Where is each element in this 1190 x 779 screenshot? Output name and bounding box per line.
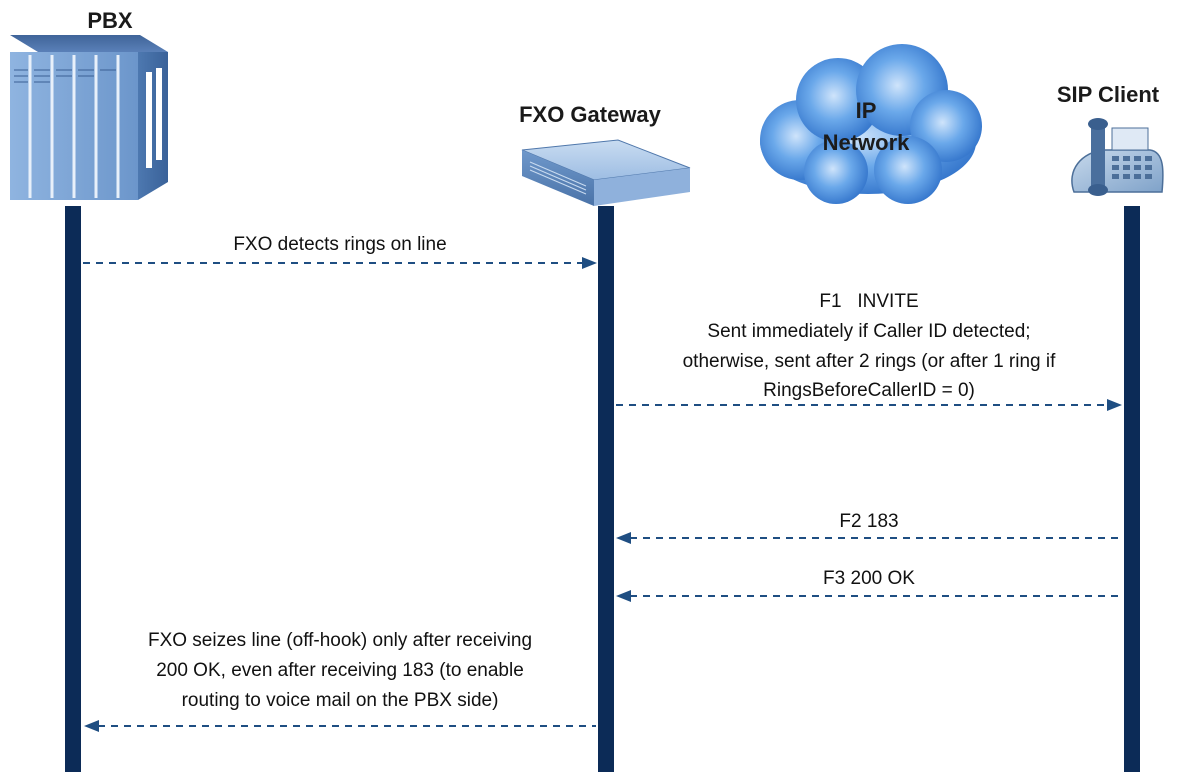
cloud-label-ip: IP bbox=[856, 98, 877, 123]
message-label: 200 OK, even after receiving 183 (to ena… bbox=[156, 660, 524, 681]
phone-icon bbox=[1071, 118, 1164, 196]
sip-client-title: SIP Client bbox=[1057, 82, 1160, 107]
cloud-icon: IP Network bbox=[760, 44, 982, 204]
message-label: FXO detects rings on line bbox=[233, 234, 446, 255]
message-200-ok: F3 200 OK bbox=[616, 568, 1122, 602]
message-label: otherwise, sent after 2 rings (or after … bbox=[683, 351, 1056, 372]
message-label: FXO seizes line (off-hook) only after re… bbox=[148, 630, 532, 651]
pbx-lifeline bbox=[65, 206, 81, 772]
arrow-head-left-icon bbox=[616, 532, 631, 544]
gateway-title: FXO Gateway bbox=[519, 102, 662, 127]
message-rings-detected: FXO detects rings on line bbox=[83, 234, 597, 269]
arrow-head-left-icon bbox=[84, 720, 99, 732]
pbx-title: PBX bbox=[87, 8, 133, 33]
message-label: RingsBeforeCallerID = 0) bbox=[763, 380, 975, 401]
cloud-label-network: Network bbox=[823, 130, 911, 155]
message-183: F2 183 bbox=[616, 511, 1122, 544]
message-label: F2 183 bbox=[839, 511, 898, 532]
pbx-server-icon bbox=[10, 35, 168, 200]
message-seize-line: FXO seizes line (off-hook) only after re… bbox=[84, 630, 596, 732]
sip-client-lifeline bbox=[1124, 206, 1140, 772]
message-label: F1 INVITE bbox=[819, 291, 918, 312]
arrow-head-right-icon bbox=[1107, 399, 1122, 411]
message-invite: F1 INVITE Sent immediately if Caller ID … bbox=[616, 291, 1122, 411]
arrow-head-right-icon bbox=[582, 257, 597, 269]
message-label: routing to voice mail on the PBX side) bbox=[182, 690, 499, 711]
gateway-lifeline bbox=[598, 206, 614, 772]
gateway-device-icon bbox=[521, 139, 691, 206]
message-label: Sent immediately if Caller ID detected; bbox=[707, 321, 1030, 342]
message-label: F3 200 OK bbox=[823, 568, 915, 589]
arrow-head-left-icon bbox=[616, 590, 631, 602]
